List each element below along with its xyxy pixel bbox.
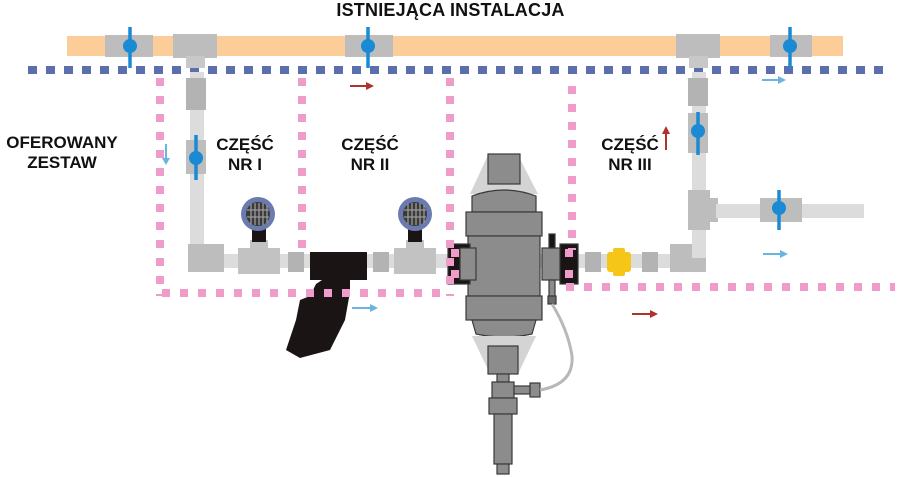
offered-set-label: OFEROWANY ZESTAW — [0, 133, 124, 173]
main-valve-1 — [105, 27, 153, 68]
part-2-line2: NR II — [350, 155, 390, 174]
flow-arrow-blue-3 — [352, 304, 378, 312]
part-2-line1: CZĘŚĆ — [341, 135, 399, 154]
pressure-gauge-1 — [241, 197, 275, 242]
flow-arrow-blue-down — [162, 144, 170, 165]
filter — [286, 252, 367, 358]
flow-arrow-blue-2 — [763, 250, 788, 258]
part-1-line2: NR I — [228, 155, 262, 174]
existing-main-pipe — [67, 36, 843, 56]
return-branch-pipe — [688, 72, 864, 258]
pressure-gauge-2 — [398, 197, 432, 242]
flow-arrow-red-1 — [350, 82, 374, 90]
dosing-pump — [447, 153, 579, 475]
main-tee-left — [173, 34, 217, 68]
offered-set-line1: OFEROWANY — [6, 133, 118, 152]
dosing-hose — [539, 303, 574, 392]
check-valve — [607, 248, 631, 276]
part-1-label: CZĘŚĆ NR I — [190, 135, 300, 175]
offered-set-boundary — [156, 78, 895, 297]
part-3-line2: NR III — [608, 155, 652, 174]
part-2-label: CZĘŚĆ NR II — [315, 135, 425, 175]
inlet-branch-pipe — [186, 72, 206, 258]
flow-arrow-red-up — [662, 126, 670, 150]
part-3-line1: CZĘŚĆ — [601, 135, 659, 154]
offered-set-line2: ZESTAW — [27, 153, 97, 172]
existing-installation-title: ISTNIEJĄCA INSTALACJA — [336, 0, 565, 20]
main-valve-2 — [345, 27, 393, 68]
part-1-line1: CZĘŚĆ — [216, 135, 274, 154]
flow-arrow-blue-1 — [762, 76, 786, 84]
main-valve-3 — [770, 27, 812, 68]
part-3-label: CZĘŚĆ NR III — [575, 135, 685, 175]
flow-arrow-red-2 — [632, 310, 658, 318]
main-tee-right — [676, 34, 720, 68]
